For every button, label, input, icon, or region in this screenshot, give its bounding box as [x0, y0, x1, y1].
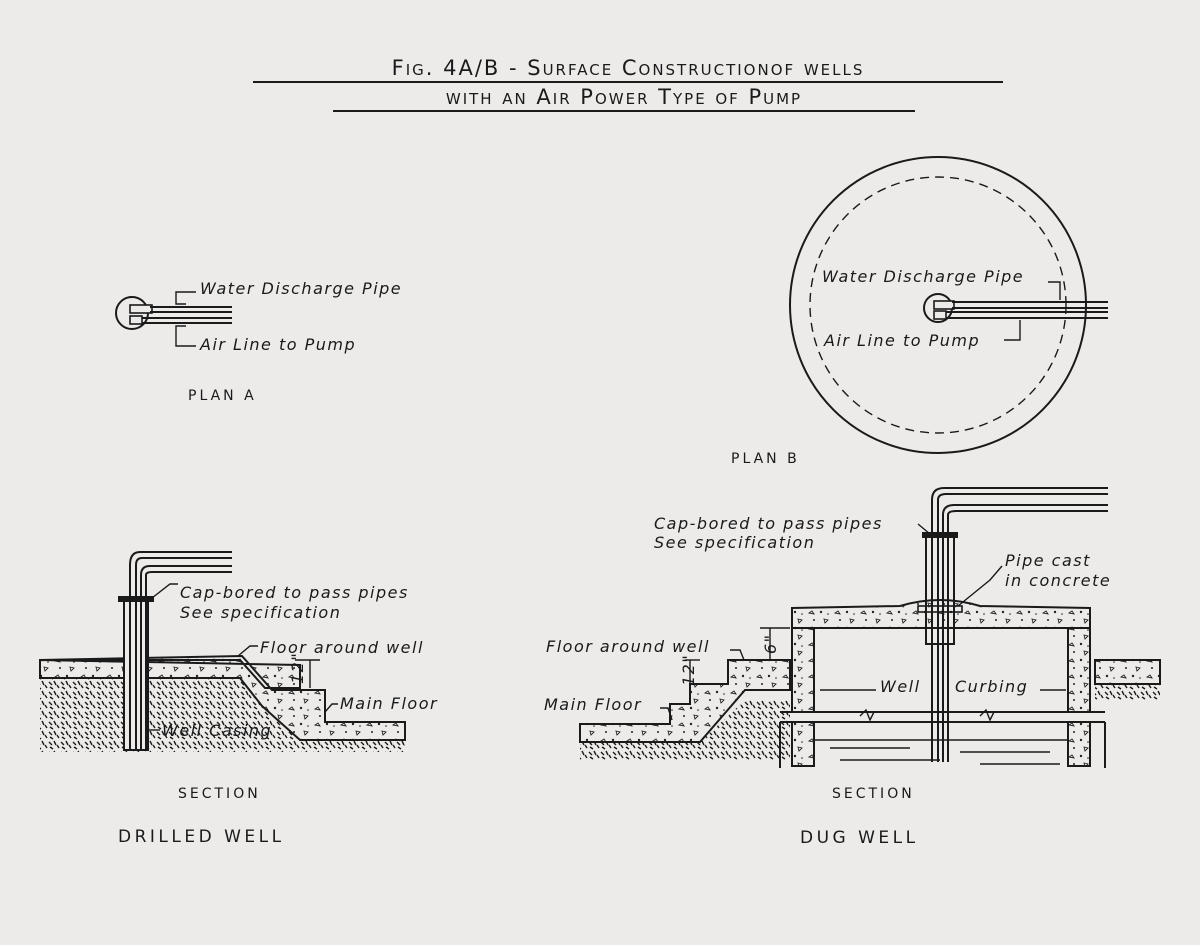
dug-floor-concrete	[579, 659, 791, 743]
plan-b-air-leader	[1004, 320, 1021, 341]
plan-b-air-line-label: Air Line to Pump	[823, 331, 980, 350]
drilled-floor-label: Floor around well	[260, 638, 424, 657]
dug-cap	[922, 532, 958, 538]
dug-floor-label: Floor around well	[546, 637, 710, 656]
plan-b-water-pipe-label: Water Discharge Pipe	[822, 267, 1024, 286]
dug-well-type: DUG WELL	[800, 828, 919, 848]
drilled-cap	[118, 596, 154, 602]
plan-a-water-pipe	[129, 304, 153, 314]
drilled-water-pipe	[129, 551, 232, 566]
plan-b: Water Discharge Pipe Air Line to Pump PL…	[731, 156, 1108, 467]
drilled-main-floor-label: Main Floor	[340, 694, 438, 713]
drilled-section-caption: SECTION	[178, 786, 261, 802]
dug-curbing-left	[791, 627, 815, 713]
plan-a: Water Discharge Pipe Air Line to Pump PL…	[115, 279, 402, 404]
plan-b-inner-well-circle	[809, 176, 1067, 434]
dug-well-label: Well	[880, 677, 921, 696]
title-line-1: Fig. 4A/B - Surface Constructionof wells	[392, 56, 865, 80]
drilled-cap-label-2: See specification	[180, 603, 341, 622]
dug-curbing-label: Curbing	[955, 677, 1028, 696]
title-line-2: with an Air Power Type of Pump	[446, 85, 802, 109]
plan-a-air-line	[129, 315, 143, 325]
dug-well-water	[814, 739, 1068, 765]
dug-dim-6-label: 6"	[761, 633, 780, 654]
drilled-cap-label-1: Cap-bored to pass pipes	[180, 583, 409, 602]
dug-dim-12-label: 12"	[679, 654, 698, 686]
plan-a-water-pipe-label: Water Discharge Pipe	[200, 279, 402, 298]
section-drilled-well: Cap-bored to pass pipes See specificatio…	[39, 551, 438, 847]
dug-curbing-right	[1067, 627, 1091, 713]
drilled-air-line	[140, 565, 232, 576]
drilled-casing-label: Well Casing	[162, 721, 272, 740]
drilled-well-type: DRILLED WELL	[118, 827, 285, 847]
dug-cap-label-2: See specification	[654, 533, 815, 552]
plan-a-caption: PLAN A	[188, 388, 257, 404]
plan-a-air-leader	[175, 325, 196, 347]
dug-main-floor-label: Main Floor	[544, 695, 642, 714]
plan-a-air-line-label: Air Line to Pump	[199, 335, 356, 354]
drilled-dim-label: 12"	[288, 652, 307, 684]
dug-pipe-cast-label-2: in concrete	[1005, 571, 1111, 590]
section-dug-well: Cap-bored to pass pipes See specificatio…	[544, 487, 1161, 848]
dug-pipe-cast-label-1: Pipe cast	[1005, 551, 1091, 570]
dug-cover-slab	[791, 599, 1091, 629]
dug-section-caption: SECTION	[832, 786, 915, 802]
dug-cap-label-1: Cap-bored to pass pipes	[654, 514, 883, 533]
plan-b-outer-curbing-circle	[789, 156, 1087, 454]
plan-b-water-leader	[1048, 281, 1061, 300]
plan-b-caption: PLAN B	[731, 451, 800, 467]
plan-a-water-leader	[175, 291, 196, 305]
